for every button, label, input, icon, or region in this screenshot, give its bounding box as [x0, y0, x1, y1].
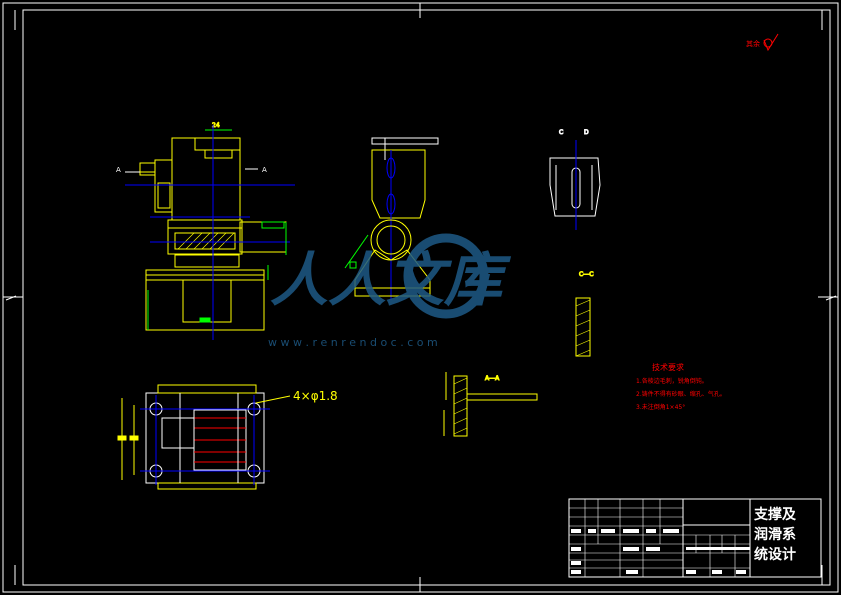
watermark: 人人文库 w w w . r e n r e n d o c . c o m — [268, 233, 512, 349]
corner-marks — [5, 10, 837, 585]
watermark-url: w w w . r e n r e n d o c . c o m — [268, 336, 438, 349]
watermark-brand: 人人文库 — [270, 246, 512, 314]
title-line-1: 支撑及 — [754, 507, 796, 523]
roughness-symbol: 其余 — [746, 33, 779, 52]
tech-req-title: 技术要求 — [652, 362, 684, 372]
tech-requirements: 技术要求 1.各棱边毛刺，锐角倒钝。 2.铸件不得有砂眼、缩孔、气孔。 3.未注… — [636, 362, 726, 411]
svg-text:24: 24 — [212, 122, 220, 129]
tech-req-item: 1.各棱边毛刺，锐角倒钝。 — [636, 377, 708, 385]
roughness-label: 其余 — [746, 39, 760, 48]
section-label-c: C — [559, 129, 563, 136]
title-block-name: 支撑及 润滑系 统设计 — [754, 505, 816, 565]
aa-section: A—A — [443, 372, 538, 437]
tech-req-item: 3.未注倒角1×45° — [636, 403, 685, 411]
top-view — [145, 384, 265, 490]
title-line-2: 润滑系 — [754, 527, 796, 543]
section-aa-label: A—A — [485, 375, 500, 382]
cc-section: C—C — [575, 271, 594, 357]
section-label-a-left: A — [116, 166, 121, 174]
section-label-a-right: A — [262, 166, 267, 174]
front-view-centerlines — [125, 125, 295, 340]
front-view-section-arrows: A A — [116, 166, 267, 174]
tech-req-item: 2.铸件不得有砂眼、缩孔、气孔。 — [636, 390, 726, 398]
hole-callout: 4×φ1.8 — [293, 389, 338, 403]
section-cc-label: C—C — [579, 271, 593, 278]
front-view-dimensions — [147, 221, 287, 330]
section-label-d: D — [584, 129, 589, 136]
top-view-dimensions — [117, 395, 291, 480]
top-view-centerlines — [140, 395, 270, 485]
cd-view: C D — [549, 129, 601, 230]
title-line-3: 统设计 — [754, 547, 796, 563]
side-view — [344, 137, 439, 300]
title-block — [568, 498, 822, 578]
front-view: 24 — [139, 122, 287, 331]
